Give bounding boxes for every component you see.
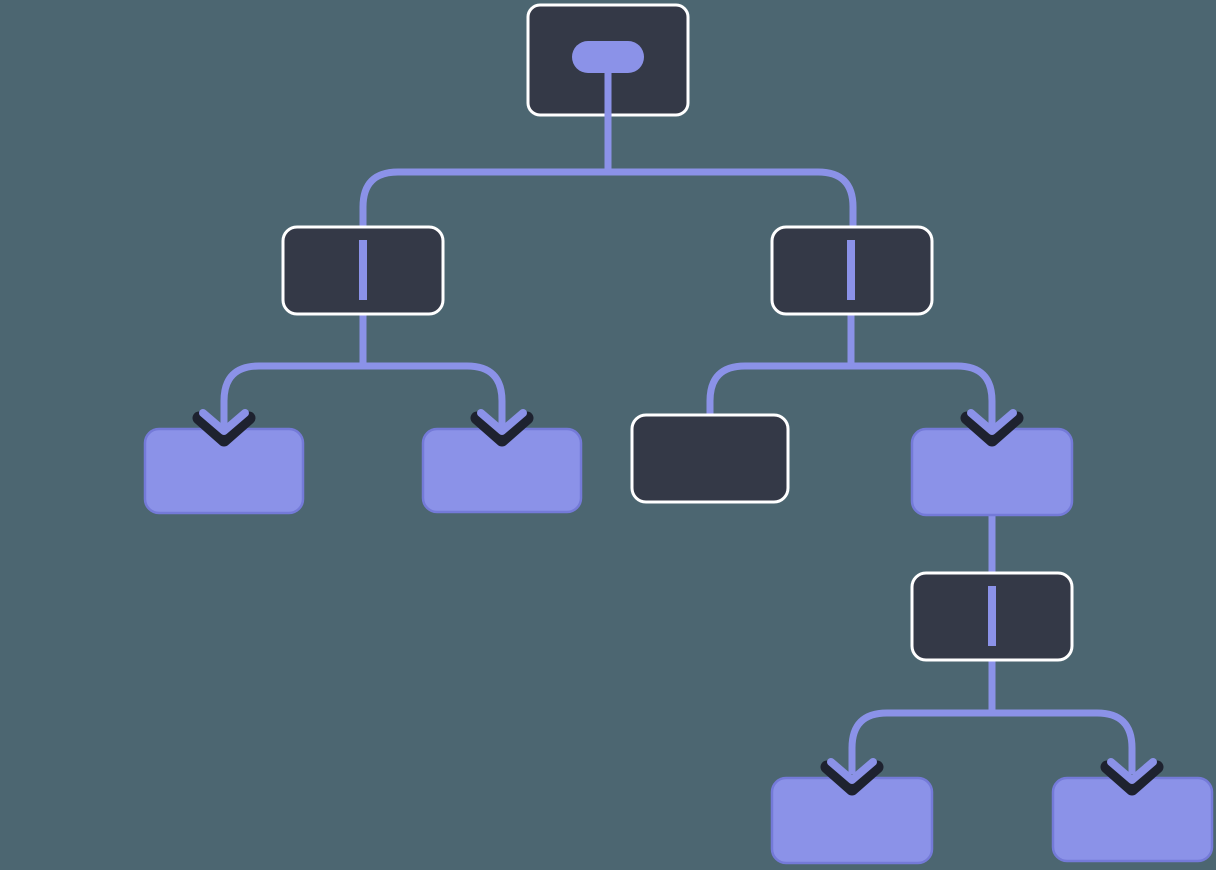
connector-bottom-branch-to-leaves xyxy=(848,709,1136,774)
node-branch-right[interactable] xyxy=(770,225,934,316)
chevron-down-icon xyxy=(192,409,256,447)
root-pill-icon xyxy=(572,41,644,73)
chevron-down-icon xyxy=(470,409,534,447)
chevron-down-icon xyxy=(1100,758,1164,796)
chevron-down-icon xyxy=(960,409,1024,447)
plain-node-box[interactable] xyxy=(630,413,790,504)
node-plain[interactable] xyxy=(630,413,790,504)
connector-right-branch-to-children xyxy=(706,362,996,426)
connector-left-branch-to-leaves xyxy=(220,362,506,426)
chevron-down-icon xyxy=(820,758,884,796)
node-branch-left[interactable] xyxy=(281,225,445,316)
node-branch-bottom[interactable] xyxy=(910,571,1074,662)
node-root[interactable] xyxy=(526,3,690,172)
